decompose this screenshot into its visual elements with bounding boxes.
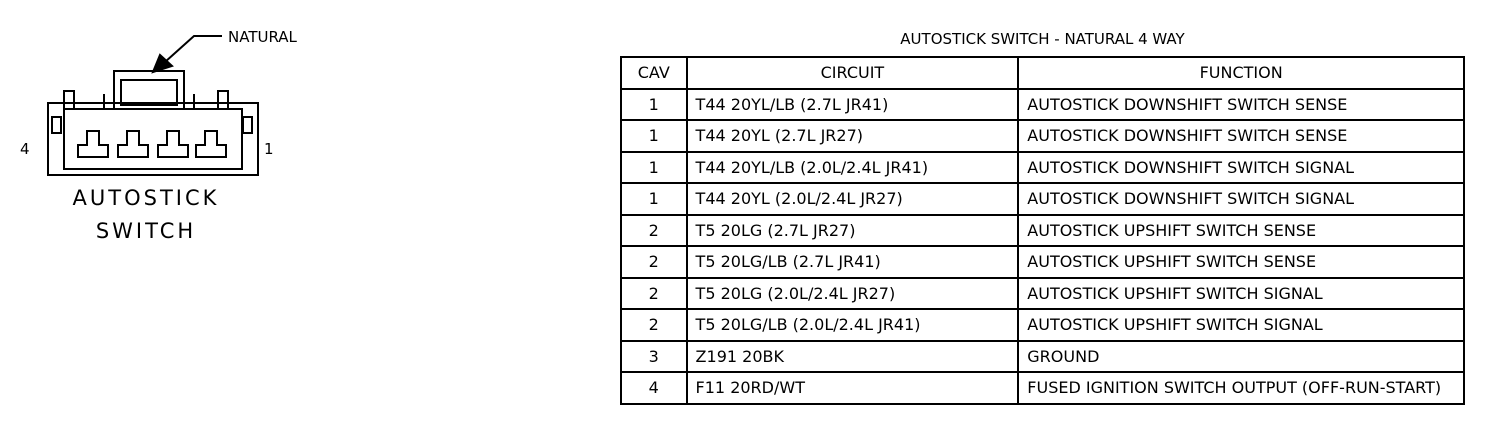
table-row: 2 T5 20LG/LB (2.0L/2.4L JR41) AUTOSTICK … <box>620 308 1465 342</box>
cell-circuit: T5 20LG/LB (2.7L JR41) <box>685 245 1020 279</box>
table-row: 2 T5 20LG (2.0L/2.4L JR27) AUTOSTICK UPS… <box>620 276 1465 310</box>
table-row: 1 T44 20YL/LB (2.0L/2.4L JR41) AUTOSTICK… <box>620 150 1465 184</box>
table-row: 2 T5 20LG/LB (2.7L JR41) AUTOSTICK UPSHI… <box>620 245 1465 279</box>
cell-cav: 1 <box>620 182 688 216</box>
cell-function: GROUND <box>1017 339 1465 373</box>
connector-diagram: NATURAL 4 1 AUTOSTICK SWITCH <box>20 28 298 243</box>
cavity-1 <box>195 130 227 158</box>
cavity-2 <box>157 130 189 158</box>
table-title: AUTOSTICK SWITCH - NATURAL 4 WAY <box>900 30 1185 48</box>
callout-leader-line <box>164 35 222 63</box>
color-callout-label: NATURAL <box>228 28 298 46</box>
table-row: 3 Z191 20BK GROUND <box>620 339 1465 373</box>
cell-cav: 1 <box>620 119 688 153</box>
cell-function: AUTOSTICK DOWNSHIFT SWITCH SENSE <box>1017 119 1465 153</box>
cell-circuit: F11 20RD/WT <box>685 371 1020 405</box>
connector-name-line1: AUTOSTICK <box>73 186 220 210</box>
cell-function: FUSED IGNITION SWITCH OUTPUT (OFF-RUN-ST… <box>1017 371 1465 405</box>
connector-shoulders <box>63 90 229 109</box>
table-row: 2 T5 20LG (2.7L JR27) AUTOSTICK UPSHIFT … <box>620 213 1465 247</box>
cell-function: AUTOSTICK UPSHIFT SWITCH SIGNAL <box>1017 308 1465 342</box>
cell-circuit: T5 20LG (2.7L JR27) <box>685 213 1020 247</box>
table-row: 1 T44 20YL (2.7L JR27) AUTOSTICK DOWNSHI… <box>620 119 1465 153</box>
cell-cav: 1 <box>620 87 688 121</box>
cell-function: AUTOSTICK DOWNSHIFT SWITCH SENSE <box>1017 87 1465 121</box>
header-cav: CAV <box>620 56 688 90</box>
pinout-table: CAV CIRCUIT FUNCTION 1 T44 20YL/LB (2.7L… <box>620 56 1465 405</box>
cell-function: AUTOSTICK DOWNSHIFT SWITCH SIGNAL <box>1017 150 1465 184</box>
header-circuit: CIRCUIT <box>685 56 1020 90</box>
callout-arrowhead <box>151 53 174 74</box>
cell-circuit: T44 20YL (2.0L/2.4L JR27) <box>685 182 1020 216</box>
cell-function: AUTOSTICK UPSHIFT SWITCH SIGNAL <box>1017 276 1465 310</box>
cell-cav: 1 <box>620 150 688 184</box>
connector-housing <box>47 102 259 176</box>
cell-circuit: T44 20YL/LB (2.7L JR41) <box>685 87 1020 121</box>
cell-cav: 2 <box>620 213 688 247</box>
cell-circuit: T5 20LG/LB (2.0L/2.4L JR41) <box>685 308 1020 342</box>
cell-circuit: Z191 20BK <box>685 339 1020 373</box>
cell-cav: 2 <box>620 308 688 342</box>
cell-circuit: T5 20LG (2.0L/2.4L JR27) <box>685 276 1020 310</box>
header-function: FUNCTION <box>1017 56 1465 90</box>
table-header-row: CAV CIRCUIT FUNCTION <box>620 56 1465 90</box>
cell-cav: 3 <box>620 339 688 373</box>
cavity-4 <box>77 130 109 158</box>
cell-cav: 4 <box>620 371 688 405</box>
connector-name-line2: SWITCH <box>96 219 196 243</box>
cavity-3 <box>117 130 149 158</box>
pin-label-right: 1 <box>264 140 274 158</box>
cell-circuit: T44 20YL/LB (2.0L/2.4L JR41) <box>685 150 1020 184</box>
cell-function: AUTOSTICK UPSHIFT SWITCH SENSE <box>1017 213 1465 247</box>
cell-function: AUTOSTICK UPSHIFT SWITCH SENSE <box>1017 245 1465 279</box>
cell-cav: 2 <box>620 245 688 279</box>
pin-label-left: 4 <box>20 140 30 158</box>
table-row: 4 F11 20RD/WT FUSED IGNITION SWITCH OUTP… <box>620 371 1465 405</box>
cell-cav: 2 <box>620 276 688 310</box>
table-row: 1 T44 20YL/LB (2.7L JR41) AUTOSTICK DOWN… <box>620 87 1465 121</box>
table-row: 1 T44 20YL (2.0L/2.4L JR27) AUTOSTICK DO… <box>620 182 1465 216</box>
cell-circuit: T44 20YL (2.7L JR27) <box>685 119 1020 153</box>
cell-function: AUTOSTICK DOWNSHIFT SWITCH SIGNAL <box>1017 182 1465 216</box>
